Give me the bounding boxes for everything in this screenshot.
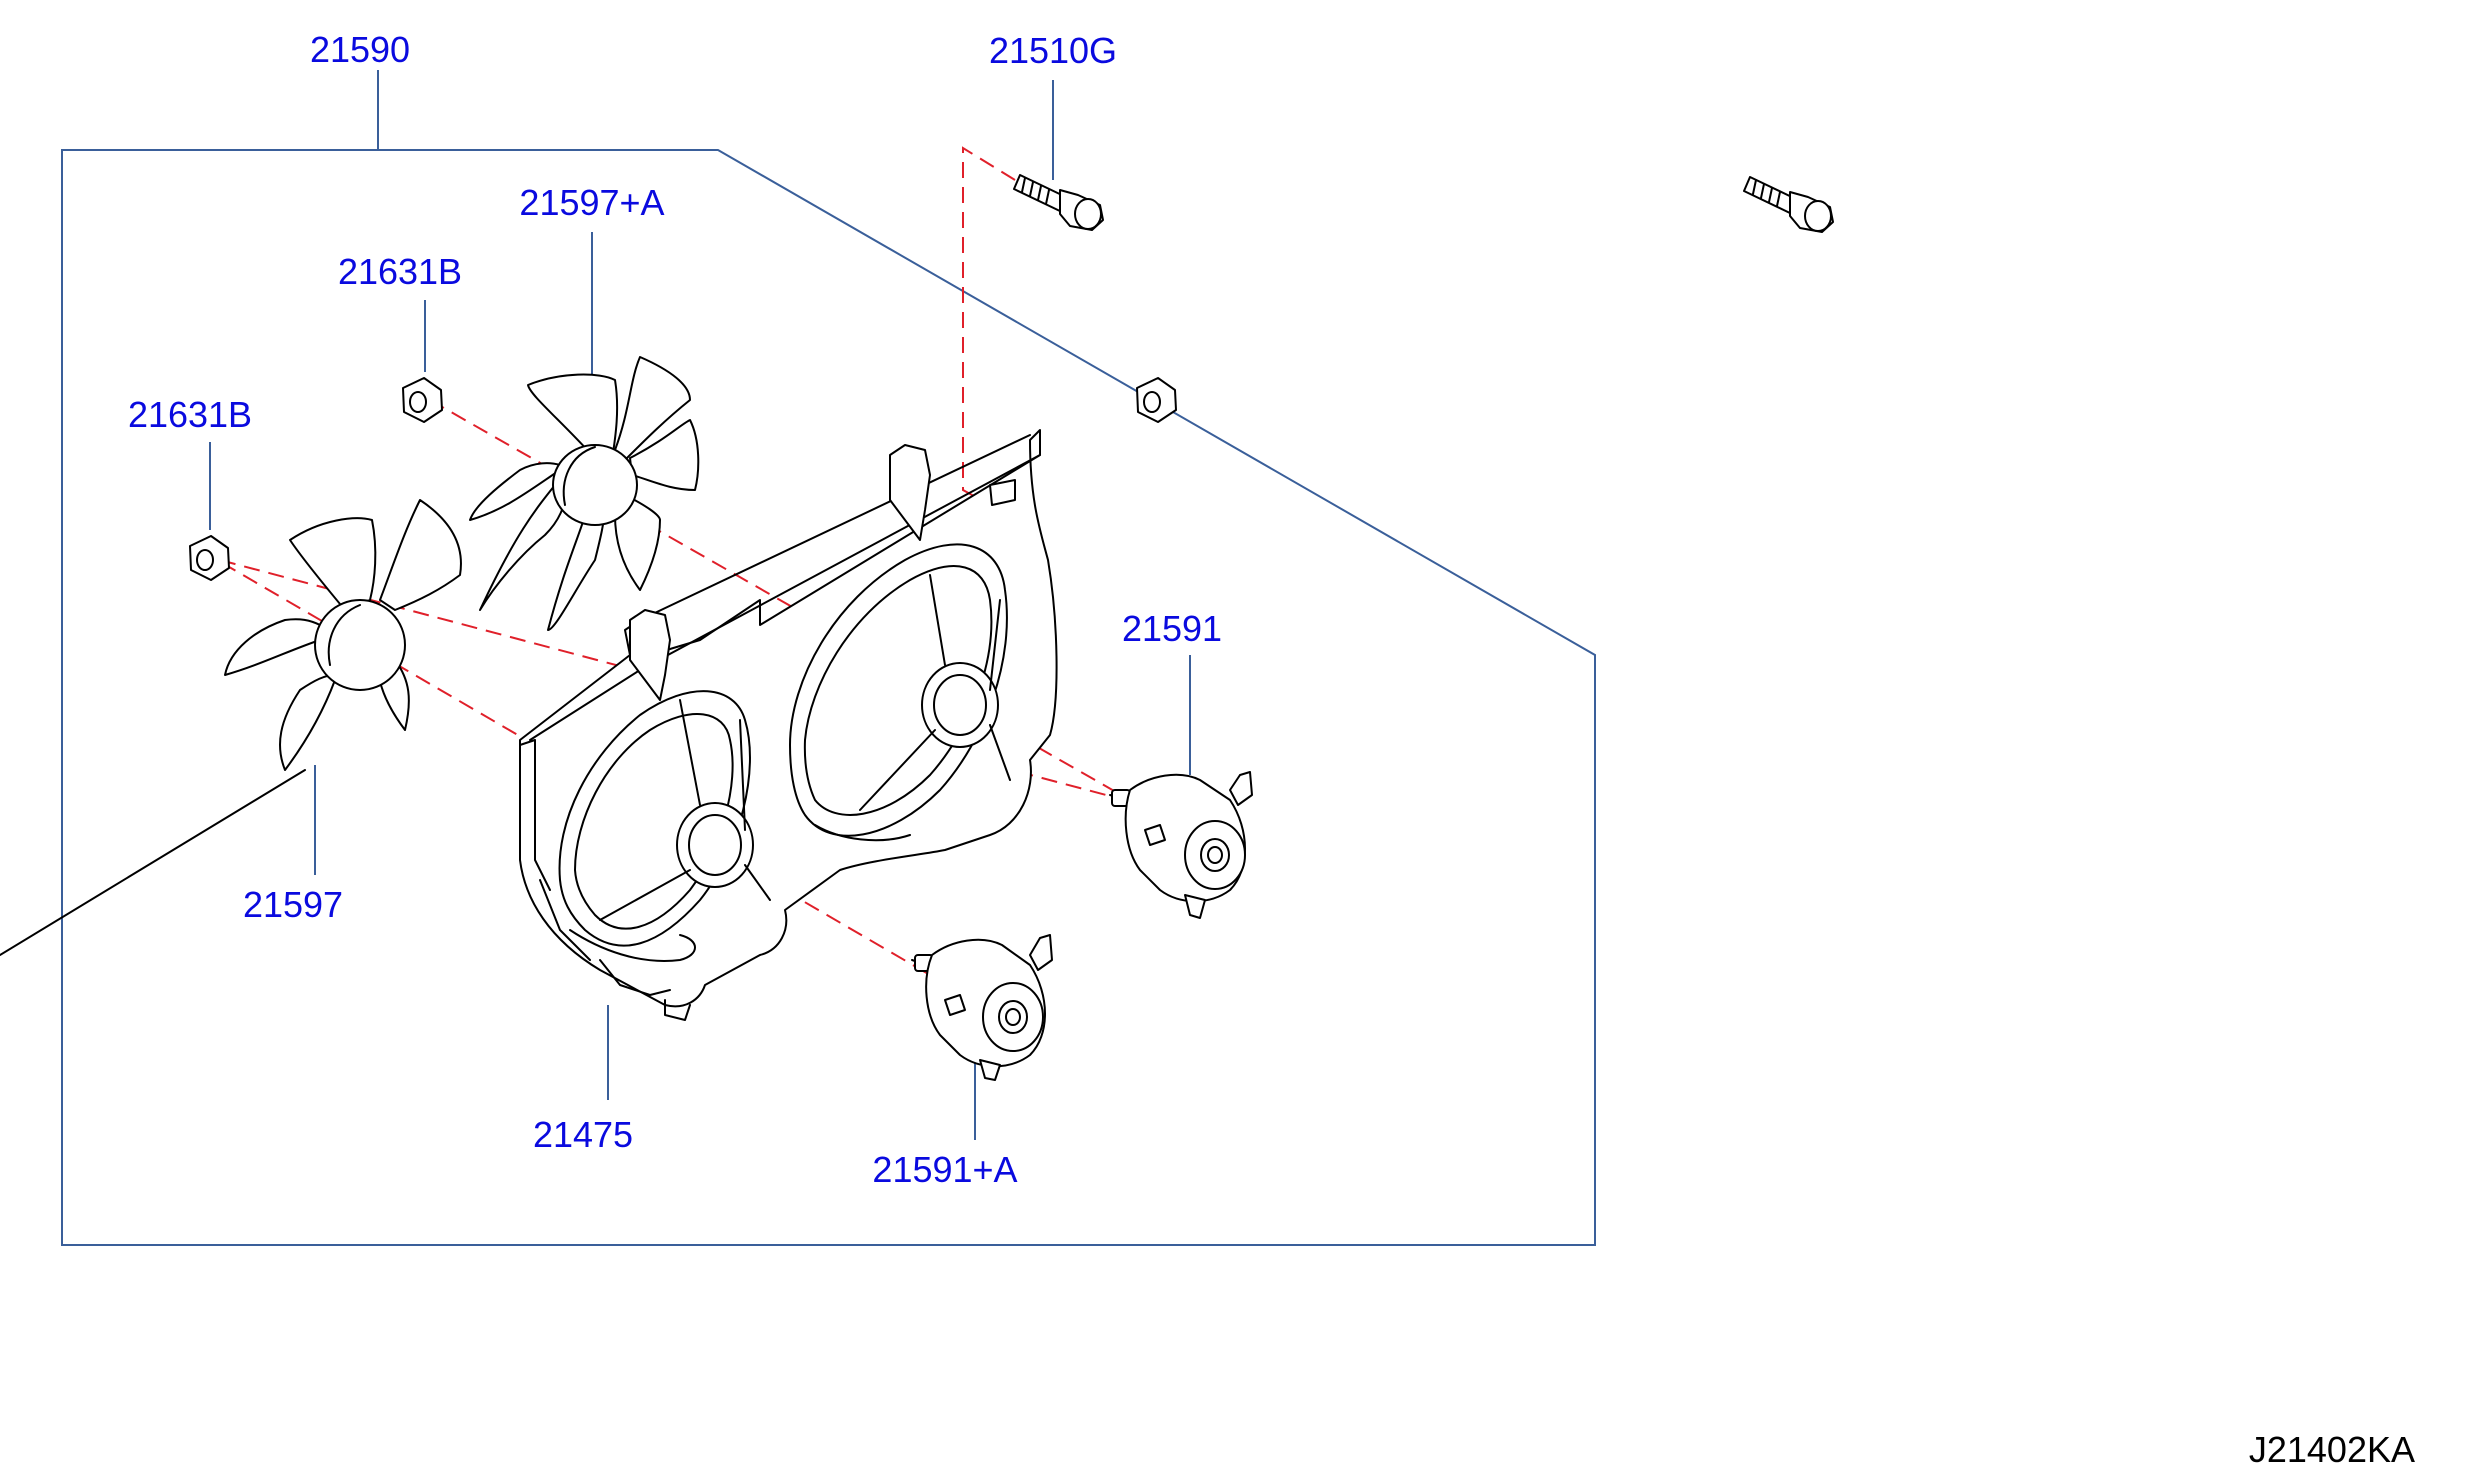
- nut-21631b-lower-icon: [189, 535, 230, 581]
- nut-frame-icon: [1136, 377, 1177, 423]
- fan-21597-icon: [224, 499, 462, 771]
- motor-21591-icon: [1109, 771, 1253, 919]
- bolt-spare-icon: [1743, 176, 1834, 233]
- callout-21475: 21475: [533, 1114, 633, 1155]
- motor-21591a-icon: [911, 934, 1053, 1081]
- leader-lines: [209, 80, 1191, 1140]
- shroud-21475-icon: [519, 429, 1058, 1021]
- fan-21597a-icon: [469, 356, 700, 631]
- assembly-frame: [61, 70, 1596, 1246]
- callout-21591: 21591: [1122, 608, 1222, 649]
- callout-21631b-upper: 21631B: [338, 251, 462, 292]
- pointer-line: [0, 769, 306, 956]
- bolt-21510g-icon: [1013, 174, 1104, 231]
- nut-21631b-upper-icon: [402, 377, 443, 423]
- callout-21631b-lower: 21631B: [128, 394, 252, 435]
- callout-21597: 21597: [243, 884, 343, 925]
- callout-21591a: 21591+A: [872, 1149, 1017, 1190]
- callout-21590: 21590: [310, 29, 410, 70]
- callout-21597a: 21597+A: [519, 182, 664, 223]
- drawing-code: J21402KA: [2249, 1429, 2415, 1470]
- callout-21510g: 21510G: [989, 30, 1117, 71]
